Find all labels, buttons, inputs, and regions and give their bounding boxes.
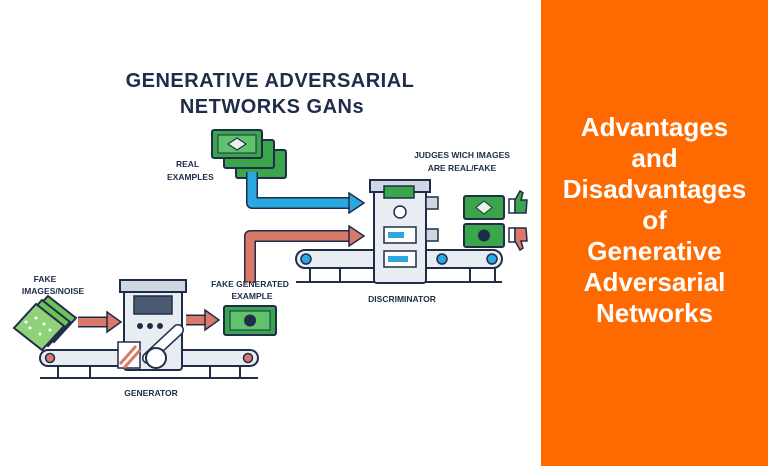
diagram-title-line1: GENERATIVE ADVERSARIAL (126, 70, 415, 92)
real-to-discriminator-arrow (246, 172, 366, 215)
fake-generated-label-line2: EXAMPLE (231, 291, 272, 301)
thumbs-up-icon (508, 189, 528, 214)
fake-output-bill-icon (463, 223, 505, 248)
side-title-line-2: and (631, 143, 678, 173)
fake-generated-label-line1: FAKE GENERATED (211, 279, 289, 289)
discriminator-label: DISCRIMINATOR (368, 294, 436, 304)
fake-noise-label-line2: IMAGES/NOISE (22, 286, 85, 296)
side-title-line-6: Adversarial (583, 267, 726, 297)
side-title-line-4: of (642, 205, 667, 235)
noise-to-generator-arrow (78, 310, 123, 334)
side-panel: Advantages and Disadvantages of Generati… (541, 0, 768, 466)
diagram-panel: GENERATIVE ADVERSARIAL NETWORKS GANs REA… (12, 70, 528, 398)
noise-images-icon (12, 294, 78, 352)
real-examples-label-line2: EXAMPLES (167, 172, 214, 182)
side-title-line-5: Generative (587, 236, 722, 266)
thumbs-down-icon (508, 227, 528, 252)
generator-to-output-arrow (186, 308, 221, 332)
fake-generated-bill-icon (223, 305, 277, 336)
real-money-stack-icon (211, 129, 287, 179)
generator-machine (117, 279, 187, 371)
discriminator-machine (369, 179, 439, 284)
side-title-line-7: Networks (595, 298, 714, 328)
judges-label-line1: JUDGES WICH IMAGES (414, 150, 510, 160)
judges-label-line2: ARE REAL/FAKE (428, 163, 497, 173)
real-output-bill-icon (463, 195, 505, 220)
diagram-title-line2: NETWORKS GANs (180, 96, 364, 118)
generated-to-discriminator-arrow (244, 224, 366, 283)
side-title-line-1: Advantages (580, 112, 729, 142)
generator-label: GENERATOR (124, 388, 178, 398)
side-title-line-3: Disadvantages (562, 174, 747, 204)
real-examples-label-line1: REAL (176, 159, 199, 169)
gan-diagram: GENERATIVE ADVERSARIAL NETWORKS GANs REA… (12, 70, 528, 398)
side-panel-title: Advantages and Disadvantages of Generati… (541, 112, 768, 329)
fake-noise-label-line1: FAKE (34, 274, 57, 284)
